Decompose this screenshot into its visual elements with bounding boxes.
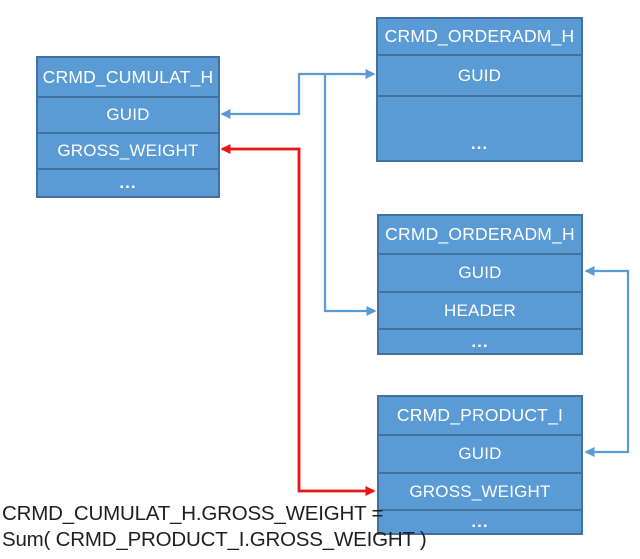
formula-text: CRMD_CUMULAT_H.GROSS_WEIGHT = Sum( CRMD_…	[2, 501, 427, 553]
formula-line2: Sum( CRMD_PRODUCT_I.GROSS_WEIGHT )	[2, 528, 427, 551]
table-title: CRMD_PRODUCT_I	[396, 405, 564, 425]
table-row-gross-weight: GROSS_WEIGHT	[38, 132, 218, 168]
table-row-ellipsis: ...	[378, 95, 581, 160]
table-row-ellipsis: ...	[379, 509, 581, 533]
table-crmd-product-i: CRMD_PRODUCT_I GUID GROSS_WEIGHT ...	[377, 395, 583, 535]
formula-line1: CRMD_CUMULAT_H.GROSS_WEIGHT =	[2, 502, 384, 525]
table-row-guid: GUID	[38, 96, 218, 132]
table-row-ellipsis: ...	[38, 168, 218, 196]
connector-product-guid-to-orderadm-mid-guid	[584, 266, 630, 457]
table-row-gross-weight: GROSS_WEIGHT	[379, 472, 581, 509]
table-row-guid: GUID	[379, 434, 581, 472]
table-crmd-cumulat-h: CRMD_CUMULAT_H GUID GROSS_WEIGHT ...	[36, 56, 220, 198]
table-row-guid: GUID	[378, 54, 581, 95]
connector-orderadm-top-guid-to-cumulat-guid	[220, 69, 376, 119]
connector-branch-to-orderadm-mid-header	[323, 74, 377, 316]
table-crmd-orderadm-h-top: CRMD_ORDERADM_H GUID ...	[376, 17, 583, 162]
table-title: CRMD_ORDERADM_H	[385, 224, 575, 244]
table-row-ellipsis: ...	[379, 328, 581, 353]
table-title: CRMD_ORDERADM_H	[384, 26, 575, 46]
connector-gross-weight-sum	[220, 144, 376, 496]
table-row-header: HEADER	[379, 291, 581, 328]
table-crmd-orderadm-h-middle: CRMD_ORDERADM_H GUID HEADER ...	[377, 214, 583, 355]
table-row-guid: GUID	[379, 253, 581, 291]
table-title: CRMD_CUMULAT_H	[42, 66, 214, 87]
